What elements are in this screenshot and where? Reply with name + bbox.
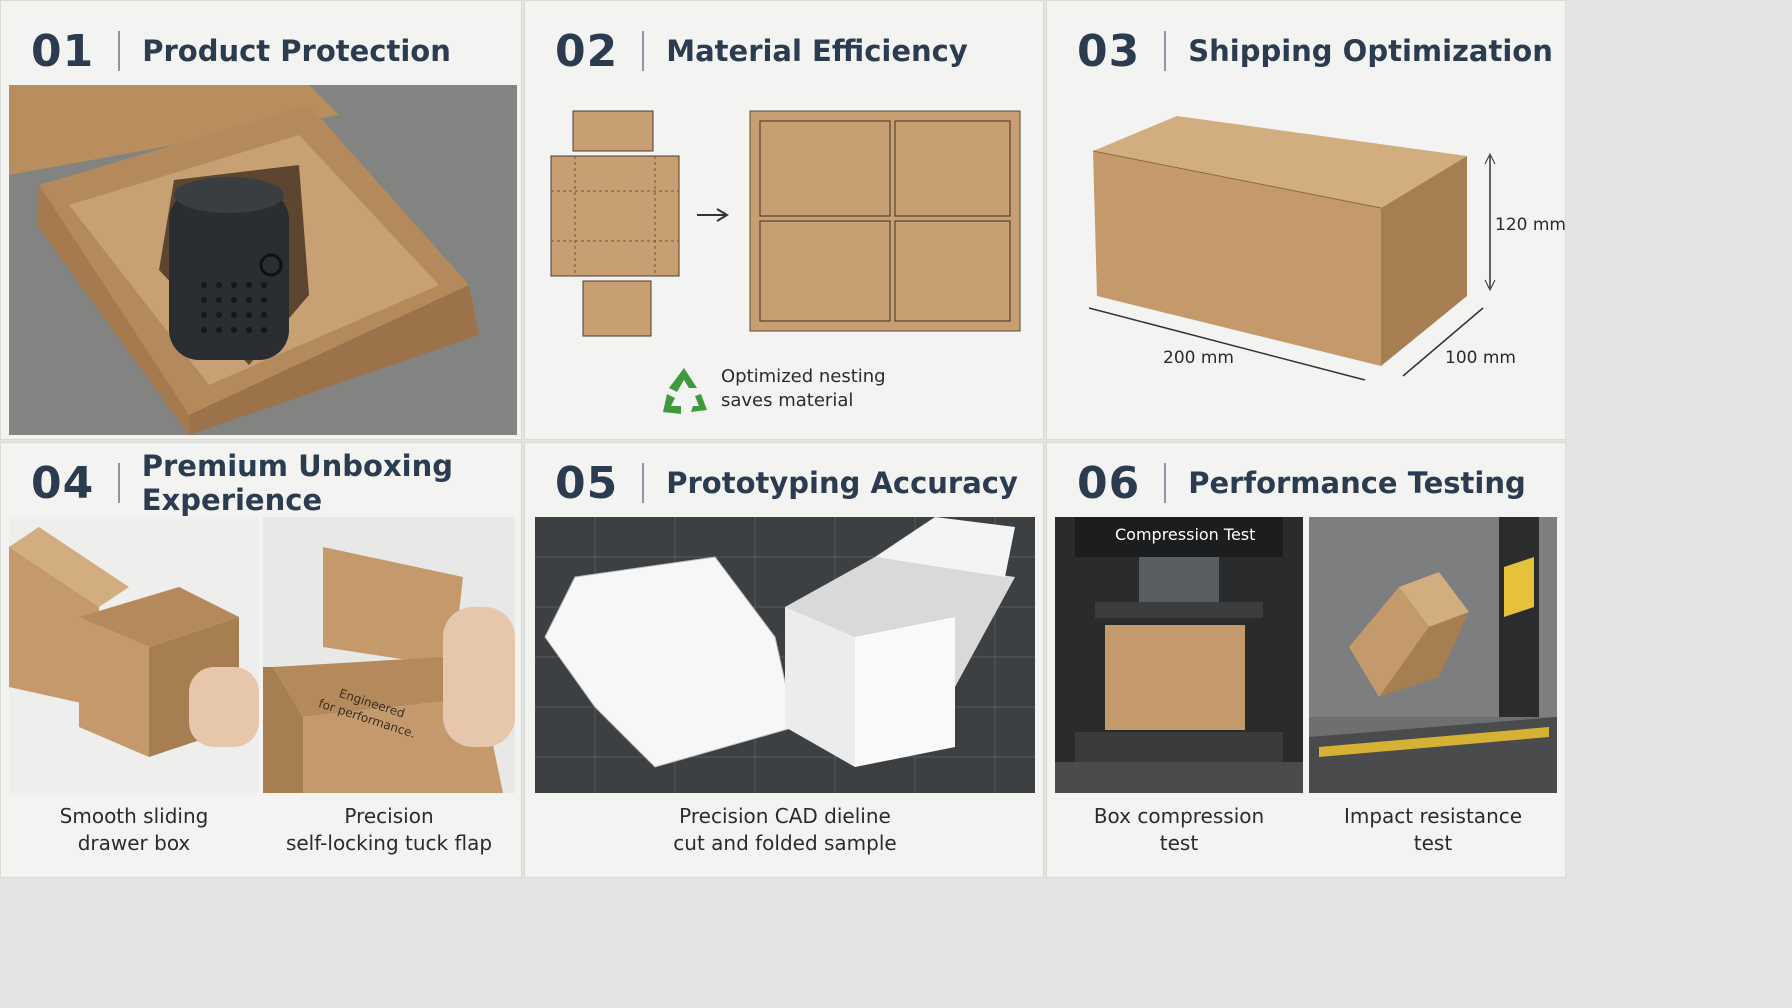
- impact-test-caption: Impact resistance test: [1343, 804, 1523, 855]
- tuck-flap-caption: Precision self-locking tuck flap: [285, 804, 493, 855]
- panel-header: 02 Material Efficiency: [555, 23, 968, 79]
- header-divider: [642, 31, 645, 71]
- panel-header: 05 Prototyping Accuracy: [555, 455, 1018, 511]
- header-divider: [642, 463, 645, 503]
- panel-prototyping-accuracy: 05 Prototyping Accuracy: [524, 442, 1044, 878]
- panel-header: 06 Performance Testing: [1077, 455, 1526, 511]
- drawer-box-caption: Smooth sliding drawer box: [59, 804, 209, 855]
- panel-number: 05: [555, 457, 619, 509]
- nesting-note: Optimized nesting saves material: [721, 366, 886, 411]
- panel-material-efficiency: 02 Material Efficiency: [524, 0, 1044, 440]
- panel-premium-unboxing: 04 Premium Unboxing Experience: [0, 442, 522, 878]
- prototype-caption: Precision CAD dieline cut and folded sam…: [673, 804, 897, 855]
- impact-test-photo: [1309, 517, 1557, 793]
- dieline-nesting-illustration: [545, 101, 1025, 346]
- panel-title: Material Efficiency: [666, 34, 968, 68]
- header-divider: [118, 463, 120, 503]
- panel-title: Shipping Optimization: [1188, 34, 1553, 68]
- tuck-flap-box-photo: [263, 517, 515, 793]
- panel-number: 06: [1077, 457, 1141, 509]
- compression-test-caption: Box compression test: [1093, 804, 1265, 855]
- panel-performance-testing: 06 Performance Testing Compression Test: [1046, 442, 1566, 878]
- panel-title: Premium Unboxing Experience: [141, 449, 454, 517]
- panel-title: Product Protection: [142, 34, 451, 68]
- drawer-box-photo: [9, 517, 259, 793]
- recycle-icon: [657, 364, 711, 418]
- compression-test-photo: [1055, 517, 1303, 793]
- panel-number: 01: [31, 25, 95, 77]
- header-divider: [118, 31, 121, 71]
- panel-shipping-optimization: 03 Shipping Optimization 120 mm 200 mm 1…: [1046, 0, 1566, 440]
- panel-header: 04 Premium Unboxing Experience: [31, 449, 521, 517]
- prototype-sample-photo: [535, 517, 1035, 793]
- arrow-right-icon: [697, 208, 729, 222]
- shipping-box-illustration: [1067, 96, 1547, 396]
- panel-number: 04: [31, 457, 95, 509]
- dimension-height-label: 120 mm: [1495, 215, 1566, 235]
- panel-header: 03 Shipping Optimization: [1077, 23, 1553, 79]
- panel-title: Prototyping Accuracy: [666, 466, 1018, 500]
- header-divider: [1164, 31, 1167, 71]
- panel-number: 03: [1077, 25, 1141, 77]
- dimension-width-label: 100 mm: [1445, 348, 1516, 368]
- compression-test-overlay-label: Compression Test: [1115, 525, 1256, 544]
- protective-insert-photo: [9, 85, 517, 435]
- dimension-length-label: 200 mm: [1163, 348, 1234, 368]
- panel-number: 02: [555, 25, 619, 77]
- panel-title: Performance Testing: [1188, 466, 1526, 500]
- header-divider: [1164, 463, 1167, 503]
- panel-product-protection: 01 Product Protection: [0, 0, 522, 440]
- panel-header: 01 Product Protection: [31, 23, 451, 79]
